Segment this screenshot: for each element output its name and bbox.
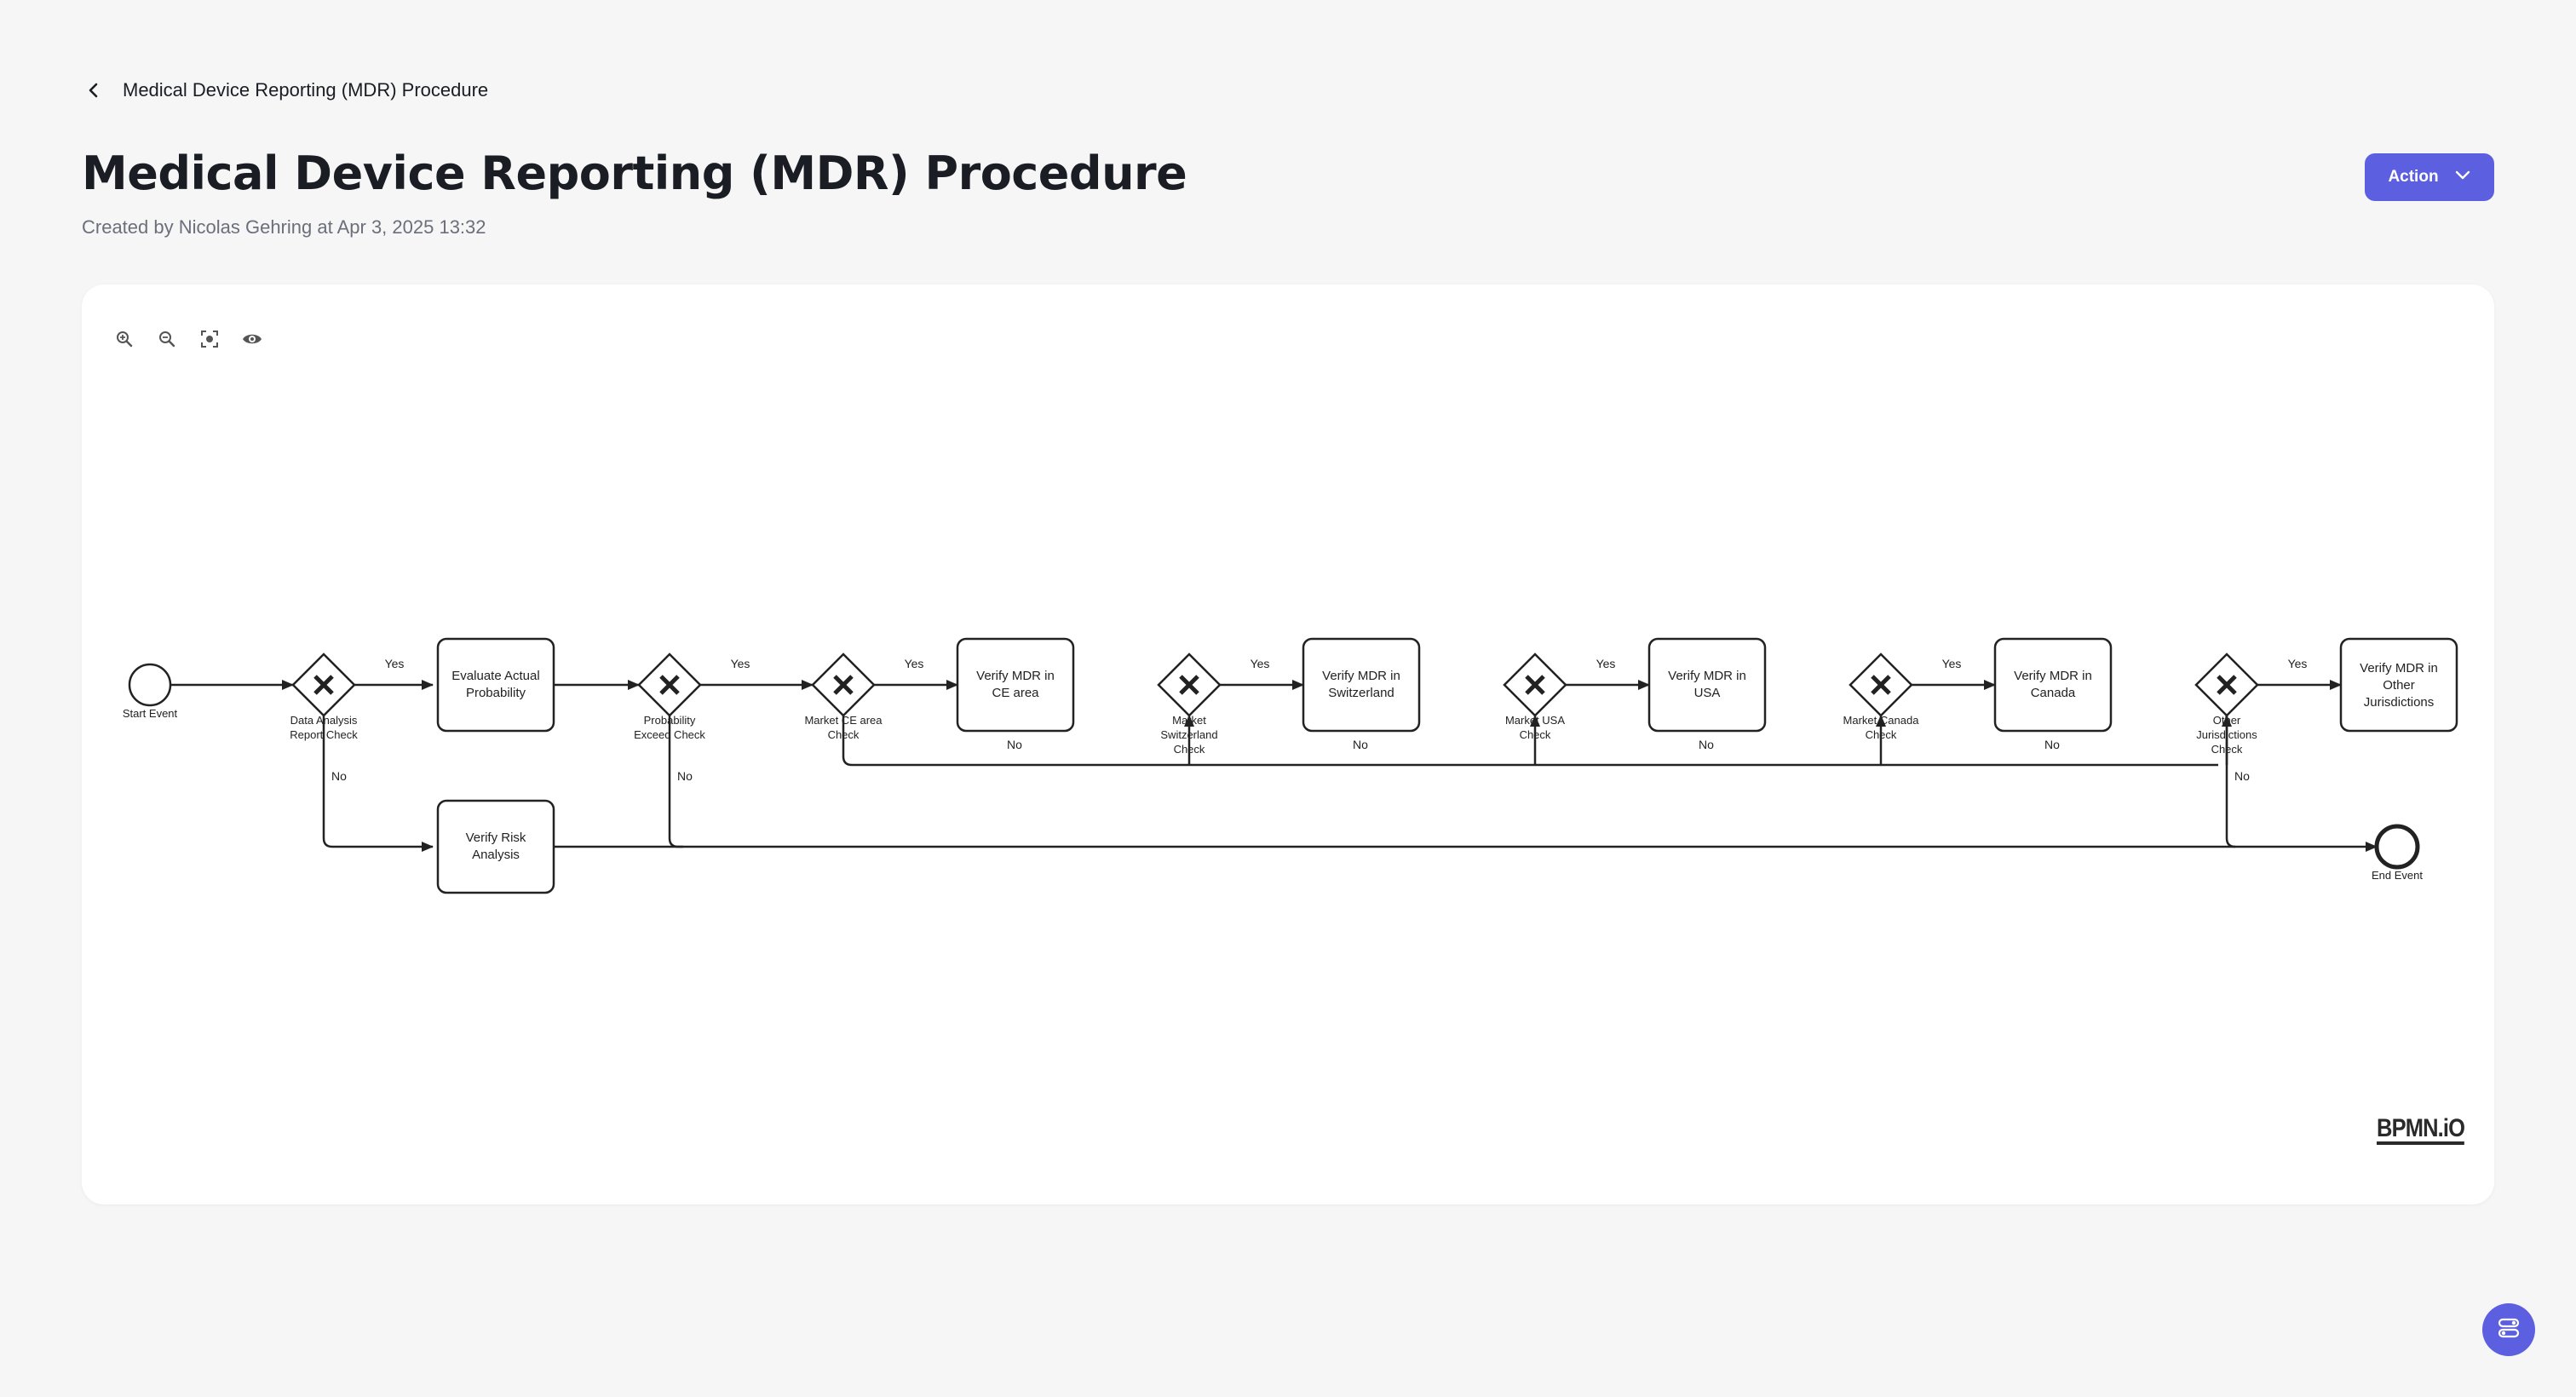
flow-label-yes: Yes — [905, 657, 924, 670]
flow-label-no: No — [1007, 738, 1022, 751]
task-label: Probability — [466, 686, 526, 700]
gateway-market-usa[interactable] — [1503, 653, 1567, 717]
canvas-toolbar — [112, 327, 264, 351]
task-label: Verify MDR in — [2014, 669, 2092, 683]
gateway-label: Check — [828, 728, 860, 741]
gateway-label: Other — [2213, 714, 2241, 727]
page-title: Medical Device Reporting (MDR) Procedure — [82, 147, 1187, 200]
back-link[interactable]: Medical Device Reporting (MDR) Procedure — [82, 75, 488, 106]
gateway-market-ce[interactable] — [811, 653, 876, 717]
chevron-left-icon — [82, 78, 106, 102]
flow-gw1-risk — [322, 716, 434, 852]
task-label: Canada — [2031, 686, 2076, 700]
page-subtitle: Created by Nicolas Gehring at Apr 3, 202… — [82, 216, 486, 238]
flow-label-yes: Yes — [731, 657, 750, 670]
flow-label-yes: Yes — [1596, 657, 1616, 670]
flow-no-chain — [842, 716, 2218, 767]
task-label: Other — [2383, 678, 2415, 693]
flow-gw2-no — [668, 716, 683, 848]
gateway-probability-exceed[interactable] — [637, 653, 702, 717]
task-label: CE area — [992, 686, 1039, 700]
gateway-label: Switzerland — [1160, 728, 1217, 741]
gateway-label: Check — [1174, 743, 1205, 756]
gateway-label: Check — [1866, 728, 1897, 741]
flow-label-yes: Yes — [385, 657, 405, 670]
start-event[interactable] — [128, 663, 172, 707]
task-label: Verify MDR in — [1322, 669, 1400, 683]
flow-gw7-no — [2225, 716, 2236, 848]
task-label: Verify MDR in — [2360, 661, 2438, 676]
gateway-market-canada[interactable] — [1849, 653, 1913, 717]
gateway-label: Check — [1520, 728, 1551, 741]
bpmn-diagram: Yes Yes Yes Yes Yes Yes Yes No No No No … — [123, 637, 2458, 894]
gateway-label: Exceed Check — [634, 728, 705, 741]
gateway-label: Market CE area — [804, 714, 883, 727]
gateway-label: Data Analysis — [290, 714, 358, 727]
flow-label-no: No — [1353, 738, 1368, 751]
zoom-in-icon[interactable] — [112, 327, 136, 351]
task-label: Switzerland — [1328, 686, 1394, 700]
bpmn-io-logo[interactable]: BPMN.iO — [2377, 1116, 2465, 1145]
task-label: Jurisdictions — [2364, 695, 2435, 710]
chevron-down-icon — [2454, 168, 2471, 187]
toggle-icon — [2496, 1315, 2521, 1345]
task-verify-mdr-other[interactable]: Verify MDR in Other Jurisdictions — [2339, 637, 2458, 733]
task-label: Evaluate Actual — [451, 669, 539, 683]
task-label: Verify Risk — [466, 831, 526, 845]
gateway-label: Report Check — [290, 728, 358, 741]
task-verify-mdr-canada[interactable]: Verify MDR in Canada — [1993, 637, 2113, 733]
flow-label-no: No — [677, 769, 693, 783]
task-verify-risk-analysis[interactable]: Verify Risk Analysis — [436, 799, 555, 894]
task-label: USA — [1694, 686, 1721, 700]
action-button[interactable]: Action — [2365, 153, 2494, 201]
task-verify-mdr-ce[interactable]: Verify MDR in CE area — [956, 637, 1075, 733]
back-link-label: Medical Device Reporting (MDR) Procedure — [123, 79, 489, 101]
gateway-label: Market Canada — [1843, 714, 1920, 727]
gateway-label: Market USA — [1505, 714, 1565, 727]
gateway-label: Probability — [644, 714, 696, 727]
task-label: Analysis — [472, 848, 520, 862]
flow-label-yes: Yes — [1251, 657, 1270, 670]
end-event[interactable] — [2374, 824, 2420, 870]
action-button-label: Action — [2388, 168, 2439, 186]
gateway-label: Check — [2211, 743, 2243, 756]
flow-label-yes: Yes — [2288, 657, 2308, 670]
gateway-market-switzerland[interactable] — [1157, 653, 1222, 717]
eye-icon[interactable] — [240, 327, 264, 351]
task-label: Verify MDR in — [1668, 669, 1746, 683]
task-verify-mdr-switzerland[interactable]: Verify MDR in Switzerland — [1302, 637, 1421, 733]
flow-label-yes: Yes — [1942, 657, 1962, 670]
task-verify-mdr-usa[interactable]: Verify MDR in USA — [1647, 637, 1767, 733]
flow-label-no: No — [2234, 769, 2250, 783]
flow-label-no: No — [2044, 738, 2060, 751]
gateway-other-jurisdictions[interactable] — [2194, 653, 2259, 717]
flow-label-no: No — [1699, 738, 1714, 751]
zoom-out-icon[interactable] — [155, 327, 179, 351]
end-event-label: End Event — [2372, 869, 2423, 882]
fit-screen-icon[interactable] — [198, 327, 221, 351]
start-event-label: Start Event — [123, 707, 178, 720]
gateway-data-analysis[interactable] — [291, 653, 356, 717]
assistant-button[interactable] — [2482, 1303, 2535, 1356]
task-label: Verify MDR in — [976, 669, 1055, 683]
task-evaluate-probability[interactable]: Evaluate Actual Probability — [436, 637, 555, 733]
gateway-label: Jurisdictions — [2196, 728, 2257, 741]
diagram-panel: Yes Yes Yes Yes Yes Yes Yes No No No No … — [82, 285, 2494, 1204]
flow-label-no: No — [331, 769, 347, 783]
gateway-label: Market — [1172, 714, 1206, 727]
